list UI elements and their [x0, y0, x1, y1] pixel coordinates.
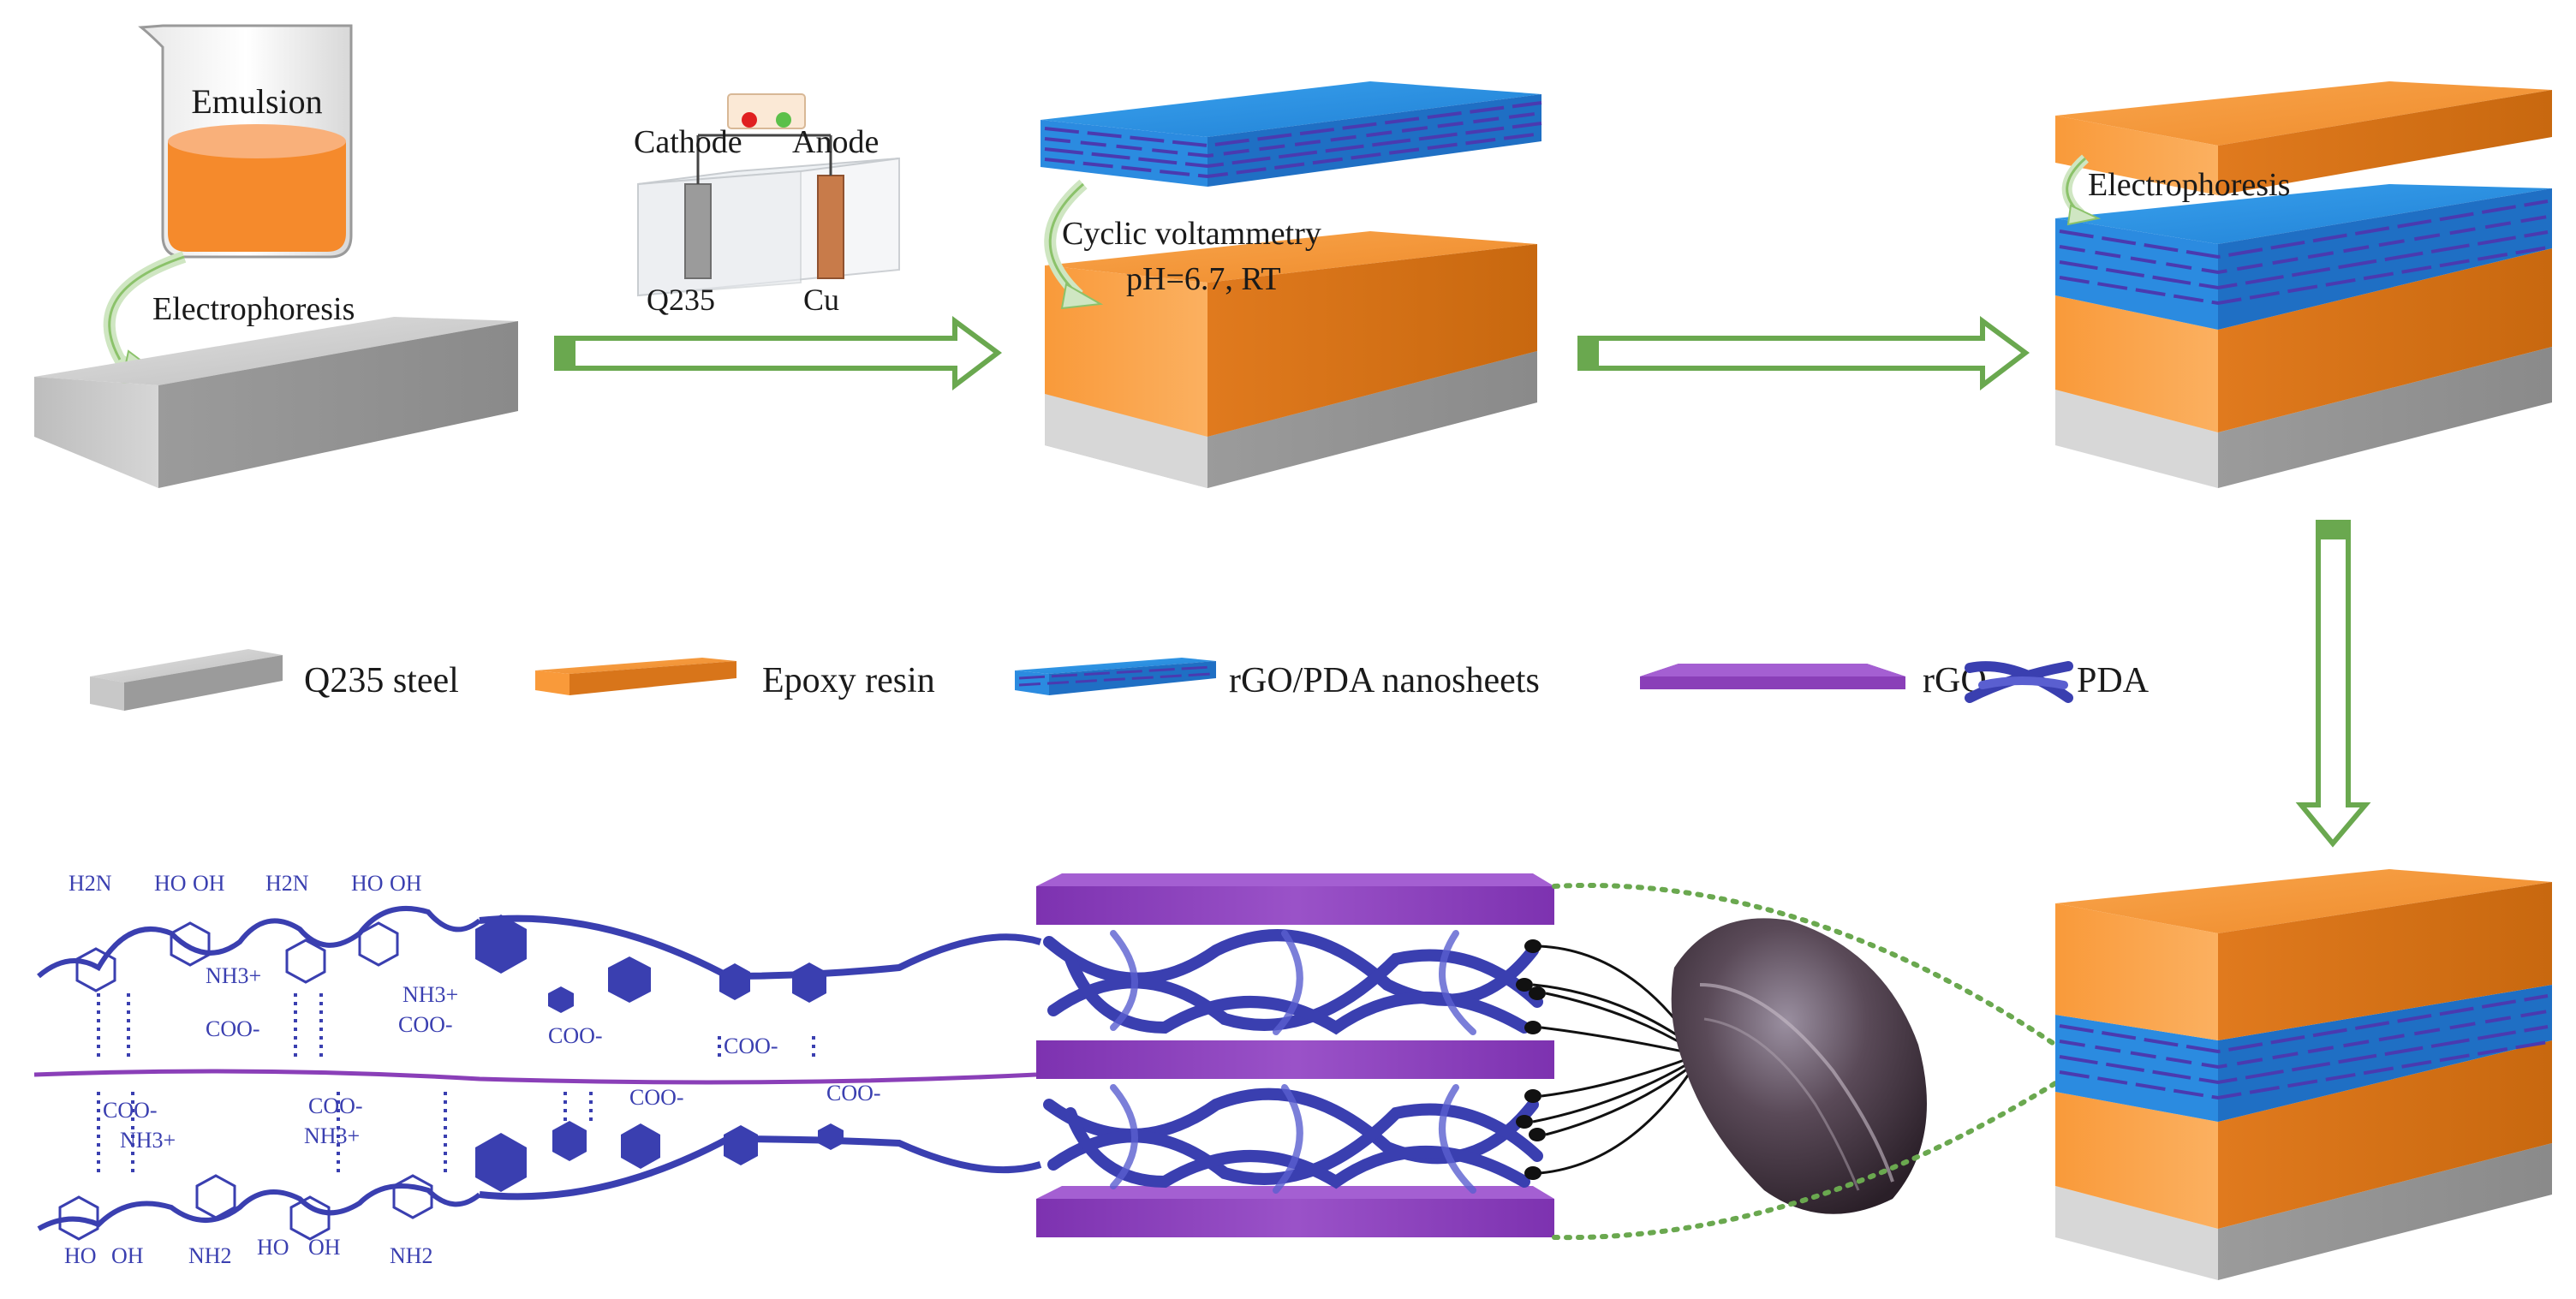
stack-step2: Cyclic voltammetry pH=6.7, RT — [1041, 81, 1542, 488]
cathode-material: Q235 — [647, 283, 715, 317]
step2-condition: pH=6.7, RT — [1126, 261, 1281, 297]
legend: Q235 steel Epoxy resin rGO/PDA nanosheet… — [90, 649, 2150, 711]
group-top-3: OH — [193, 871, 225, 896]
zoom-connectors — [1552, 882, 2058, 1241]
group-bottom-5: NH2 — [188, 1243, 232, 1268]
group-mid-2: COO- — [398, 1012, 453, 1037]
process-arrow-1 — [554, 316, 1003, 391]
rgo-pda-layers — [1036, 873, 1693, 1237]
steel-slab-step1 — [34, 317, 518, 488]
legend-item-rgo: rGO — [1640, 661, 1987, 700]
step2-label: Cyclic voltammetry — [1062, 216, 1321, 252]
legend-label-steel: Q235 steel — [304, 661, 459, 700]
process-arrow-3 — [2295, 520, 2371, 848]
legend-label-epoxy: Epoxy resin — [762, 661, 935, 700]
legend-item-steel: Q235 steel — [90, 649, 459, 711]
anode-material: Cu — [803, 283, 839, 317]
step1-label: Electrophoresis — [152, 291, 355, 327]
group-top-4: H2N — [265, 871, 309, 896]
group-mid-5: COO- — [103, 1098, 158, 1123]
beaker: Emulsion — [138, 24, 353, 259]
group-bottom-7: OH — [308, 1235, 341, 1260]
group-mid-7: COO- — [629, 1085, 684, 1110]
legend-label-pda: PDA — [2077, 661, 2150, 700]
step3-label: Electrophoresis — [2088, 167, 2290, 203]
group-mid-6: COO- — [308, 1093, 363, 1118]
group-bottom-1: NH3+ — [120, 1128, 176, 1153]
legend-item-nanosheet: rGO/PDA nanosheets — [1015, 658, 1540, 700]
stack-step3: Electrophoresis — [2055, 81, 2552, 488]
group-top-7: NH3+ — [206, 963, 261, 988]
group-top-5: HO — [351, 871, 384, 896]
group-mid-3: COO- — [548, 1023, 603, 1048]
group-top-2: HO — [154, 871, 187, 896]
group-mid-4: COO- — [724, 1034, 778, 1058]
mussel-shell — [1671, 918, 1927, 1214]
legend-label-nanosheet: rGO/PDA nanosheets — [1229, 661, 1540, 700]
curved-arrow-3 — [2061, 154, 2102, 226]
group-top-8: NH3+ — [402, 982, 458, 1007]
chemical-structure: H2N HO OH H2N HO OH NH3+ NH3+ COO- COO- … — [33, 871, 1042, 1268]
process-arrow-2 — [1577, 316, 2030, 391]
epoxy-floating-step3 — [2055, 81, 2552, 195]
beaker-label: Emulsion — [191, 82, 322, 121]
nanosheet-floating — [1041, 81, 1542, 187]
group-mid-1: COO- — [206, 1016, 260, 1041]
group-top-6: OH — [390, 871, 422, 896]
cathode-label: Cathode — [634, 124, 742, 160]
anode-label: Anode — [792, 124, 879, 160]
group-bottom-8: NH2 — [390, 1243, 433, 1268]
legend-item-pda: PDA — [1965, 661, 2150, 703]
electrolytic-cell: Cathode Anode Q235 Cu — [634, 93, 900, 317]
legend-item-epoxy: Epoxy resin — [535, 658, 935, 700]
group-bottom-4: OH — [111, 1243, 144, 1268]
curved-arrow-2 — [1044, 179, 1104, 310]
group-bottom-3: HO — [64, 1243, 97, 1268]
group-bottom-2: NH3+ — [304, 1123, 360, 1148]
group-mid-8: COO- — [826, 1081, 881, 1105]
group-top-1: H2N — [69, 871, 112, 896]
group-bottom-6: HO — [257, 1235, 289, 1260]
stack-final — [2055, 869, 2552, 1280]
